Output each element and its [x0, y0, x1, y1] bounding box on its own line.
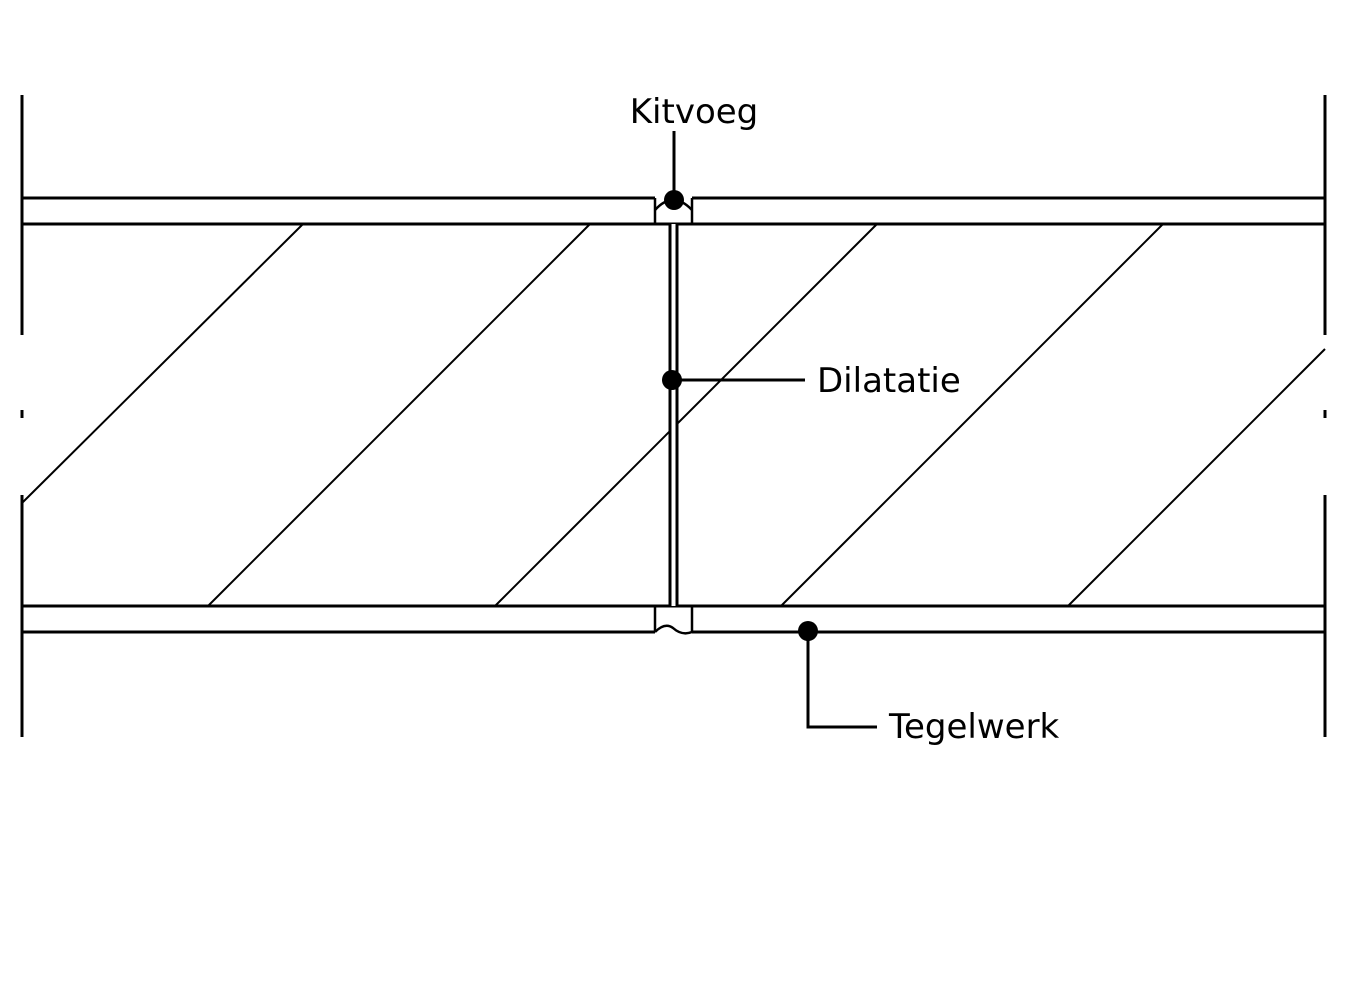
concrete-hatching — [21, 223, 1326, 607]
tegelwerk-callout: Tegelwerk — [798, 621, 1060, 747]
tegelwerk-label: Tegelwerk — [888, 707, 1060, 747]
dilatatie-marker — [662, 370, 682, 390]
bottom-sealant-joint — [653, 606, 694, 635]
dilatatie-callout: Dilatatie — [662, 361, 961, 401]
kitvoeg-callout: Kitvoeg — [630, 92, 759, 210]
dilatation-joint — [668, 224, 679, 606]
kitvoeg-marker — [664, 190, 684, 210]
kitvoeg-label: Kitvoeg — [630, 92, 759, 132]
dilatatie-label: Dilatatie — [817, 361, 961, 401]
tegelwerk-marker — [798, 621, 818, 641]
